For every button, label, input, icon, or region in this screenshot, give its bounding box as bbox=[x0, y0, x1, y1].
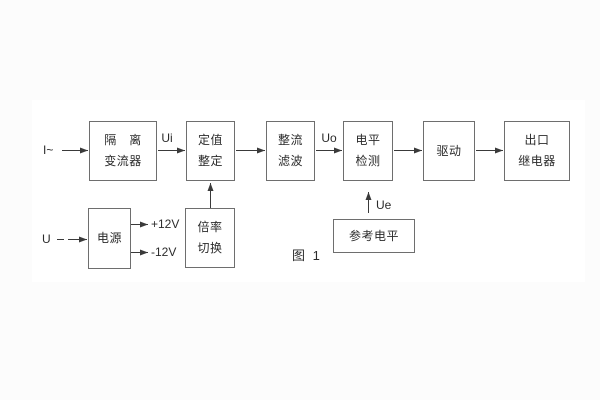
block-line: 出口 bbox=[524, 133, 550, 147]
label-ui: Ui bbox=[161, 131, 173, 145]
block-line: 继电器 bbox=[518, 154, 556, 168]
block-line: 检测 bbox=[355, 154, 381, 168]
block-line: 定值 bbox=[197, 133, 223, 147]
block-level-detection: 电平 检测 bbox=[343, 121, 393, 181]
block-line: 倍率 bbox=[197, 220, 223, 234]
block-line: 滤波 bbox=[277, 154, 303, 168]
label-ue: Ue bbox=[376, 198, 392, 212]
label-input-current: I~ bbox=[43, 143, 54, 157]
block-power-supply: 电源 bbox=[88, 208, 131, 269]
block-line: 整定 bbox=[197, 154, 223, 168]
label-minus-12v: -12V bbox=[151, 245, 177, 259]
block-line: 整流 bbox=[277, 133, 303, 147]
label-uo: Uo bbox=[321, 131, 337, 145]
block-line: 隔 离 bbox=[104, 133, 142, 147]
block-ratio-switch: 倍率 切换 bbox=[185, 208, 235, 268]
block-isolation-transformer: 隔 离 变流器 bbox=[89, 121, 157, 181]
block-driver: 驱动 bbox=[423, 121, 475, 181]
block-output-relay: 出口 继电器 bbox=[504, 121, 570, 181]
label-input-voltage: U bbox=[42, 232, 51, 246]
block-rectifier-filter: 整流 滤波 bbox=[266, 121, 315, 181]
label-plus-12v: +12V bbox=[151, 217, 180, 231]
block-line: 电平 bbox=[355, 133, 381, 147]
block-line: 电源 bbox=[96, 231, 122, 245]
block-reference-level: 参考电平 bbox=[333, 219, 415, 253]
figure-caption: 图 1 bbox=[292, 248, 322, 263]
block-line: 驱动 bbox=[436, 143, 462, 158]
block-setting-adjustment: 定值 整定 bbox=[186, 121, 235, 181]
block-line: 变流器 bbox=[104, 154, 142, 168]
block-line: 切换 bbox=[197, 241, 223, 255]
block-line: 参考电平 bbox=[348, 228, 399, 243]
